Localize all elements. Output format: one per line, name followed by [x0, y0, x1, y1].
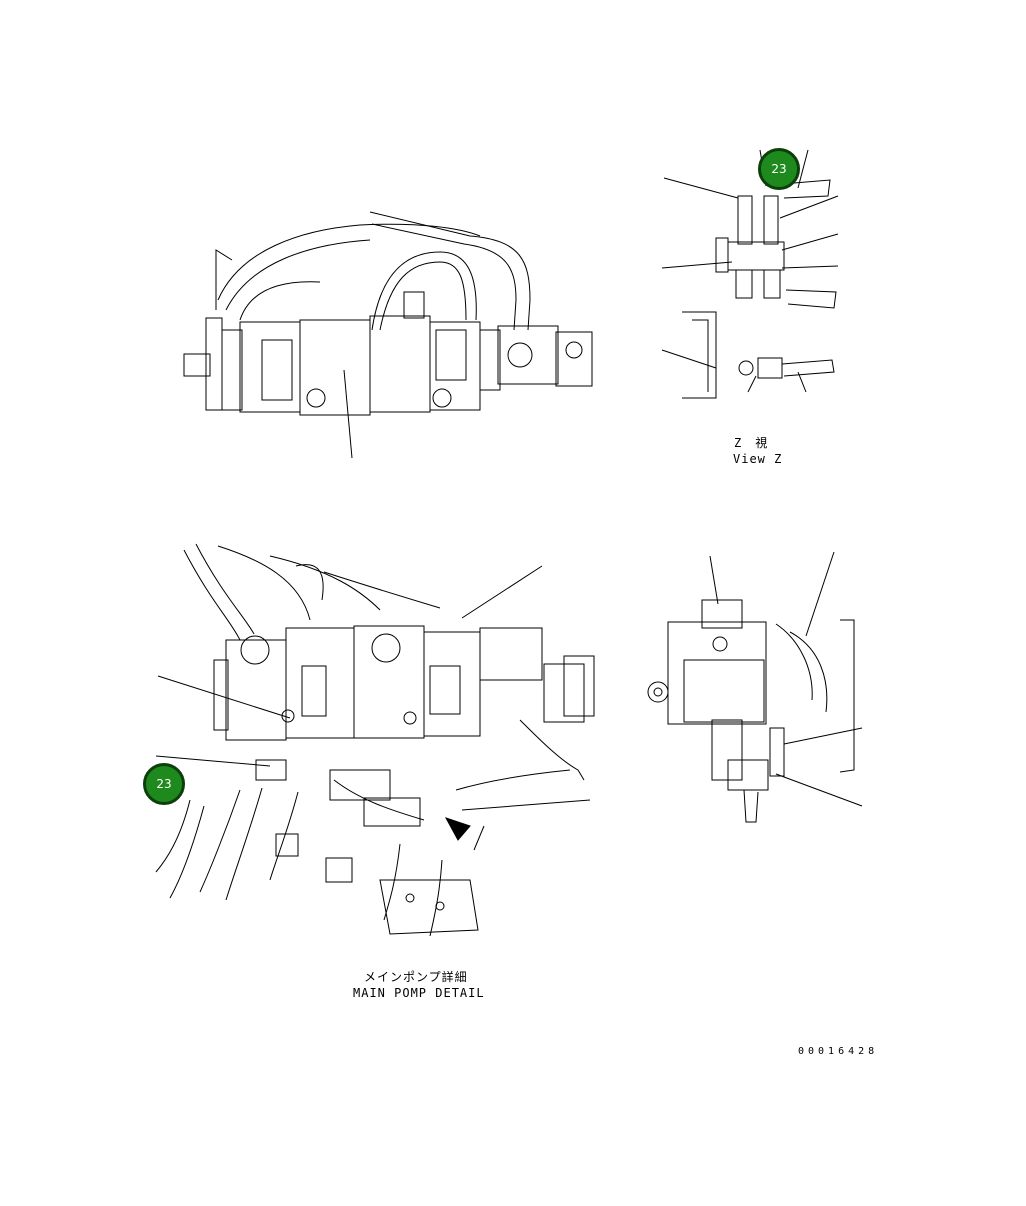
- callout-23-pump-detail[interactable]: 23: [143, 763, 185, 805]
- view-z-label-jp: Z 視: [734, 436, 769, 450]
- drawing-number: 00016428: [798, 1046, 879, 1057]
- view-z-label-en: View Z: [733, 452, 783, 466]
- valve-detail-drawing: [647, 551, 863, 823]
- main-pump-top-view: [183, 211, 593, 459]
- main-pump-detail-drawing: [155, 543, 595, 937]
- view-z-drawing: [661, 149, 839, 399]
- main-pump-detail-label-en: MAIN POMP DETAIL: [353, 986, 485, 1000]
- callout-23-view-z[interactable]: 23: [758, 148, 800, 190]
- main-pump-detail-label-jp: メインポンプ詳細: [364, 970, 468, 984]
